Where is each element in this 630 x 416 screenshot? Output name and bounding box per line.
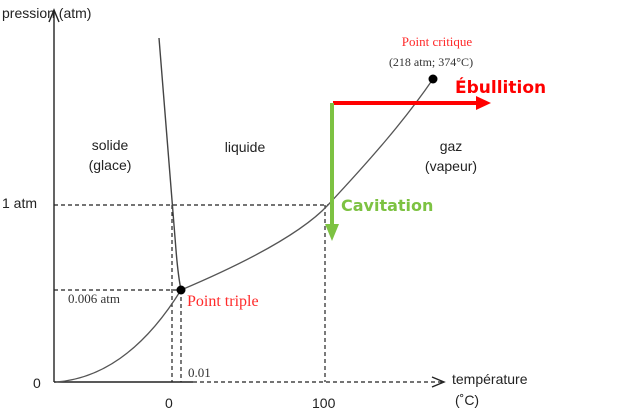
region-gas-label: gaz [440,138,463,154]
triple-point-marker [176,285,186,295]
x-axis-unit: (˚C) [455,392,479,408]
x-tick-001: 0.01 [188,365,211,380]
y-tick-0006: 0.006 atm [68,291,120,306]
critical-point-marker [428,74,438,84]
x-tick-100: 100 [312,395,336,411]
region-gas-sublabel: (vapeur) [425,158,477,174]
y-axis-arrow-icon [48,8,60,23]
boiling-label: Ébullition [455,76,546,98]
x-tick-0: 0 [165,395,173,411]
critical-point-values: (218 atm; 374°C) [389,55,473,69]
melting-curve [158,37,182,291]
region-solid-sublabel: (glace) [89,157,132,173]
region-liquid-label: liquide [225,139,266,155]
x-axis-arrow-icon [431,376,446,388]
boiling-arrow-head-icon [476,96,491,110]
y-axis-label: pression (atm) [2,5,91,21]
vaporization-sublimation-curve [55,78,434,383]
y-tick-1atm: 1 atm [2,195,37,211]
triple-point-label: Point triple [187,293,259,310]
cavitation-label: Cavitation [341,196,433,215]
cavitation-arrow-head-icon [325,224,339,241]
critical-point-label: Point critique [402,34,473,49]
x-axis-label: température [452,371,528,387]
region-solid-label: solide [92,137,129,153]
y-tick-0: 0 [33,375,41,391]
